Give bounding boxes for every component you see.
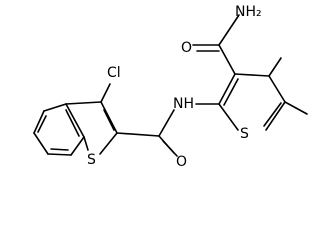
bond xyxy=(158,109,175,137)
bond xyxy=(268,75,286,103)
bond xyxy=(50,148,69,151)
bond xyxy=(100,83,111,103)
atom-label-sulfur-left: S xyxy=(87,152,96,168)
bond xyxy=(47,153,72,156)
bond xyxy=(99,132,118,155)
bond xyxy=(218,14,240,46)
atom-label-amine: NH₂ xyxy=(235,4,262,20)
atom-label-chlorine: Cl xyxy=(107,65,121,81)
bond xyxy=(234,73,270,77)
structure-canvas: Cl S NH O NH₂ O S xyxy=(33,4,308,170)
bond xyxy=(103,109,115,131)
bond xyxy=(268,57,282,77)
bond xyxy=(83,136,89,151)
atom-label-oxygen-right: O xyxy=(181,40,192,56)
bond xyxy=(33,132,49,155)
bond xyxy=(70,136,85,156)
bond xyxy=(218,73,236,105)
bond xyxy=(65,103,85,138)
atom-label-oxygen-left: O xyxy=(176,154,187,170)
atom-label-sulfur-right: S xyxy=(240,126,249,142)
chemical-structure-diagram: Cl S NH O NH₂ O S xyxy=(33,4,308,170)
bond xyxy=(162,140,178,157)
bond xyxy=(218,44,236,75)
atom-label-amide-nitrogen: NH xyxy=(173,96,194,112)
bond xyxy=(223,78,239,106)
bond xyxy=(33,110,45,134)
bond xyxy=(100,101,118,134)
bond xyxy=(265,101,286,131)
bond xyxy=(218,103,239,131)
bond xyxy=(43,103,67,112)
bond xyxy=(65,109,80,137)
bond xyxy=(284,101,308,115)
bond xyxy=(65,101,102,105)
bond xyxy=(116,132,160,137)
bond xyxy=(37,115,47,133)
bond xyxy=(263,102,282,127)
